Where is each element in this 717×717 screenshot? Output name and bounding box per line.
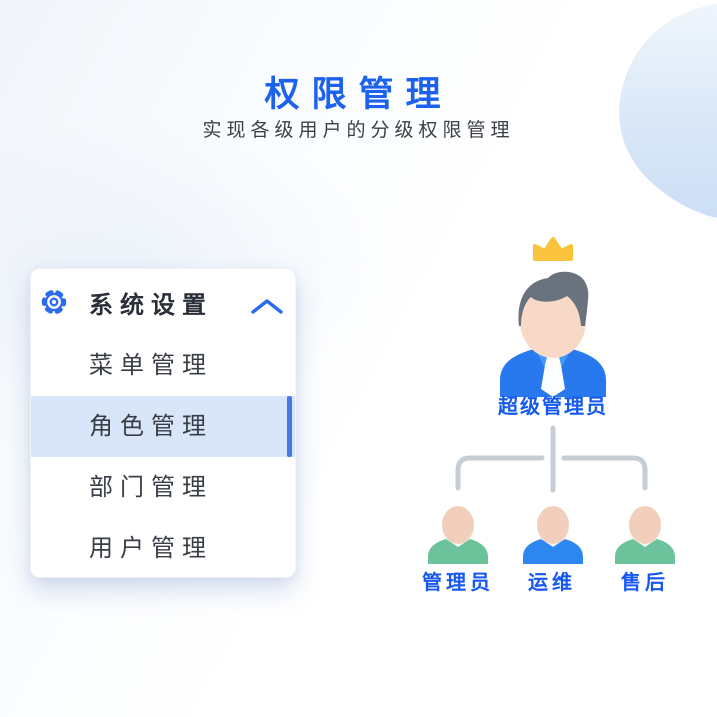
menu-group-label: 系统设置 [89, 291, 213, 319]
menu-item-department-management[interactable]: 部门管理 [31, 457, 295, 518]
chevron-up-icon [250, 294, 284, 314]
page-subtitle: 实现各级用户的分级权限管理 [202, 120, 515, 141]
menu-item-role-management[interactable]: 角色管理 [31, 396, 295, 457]
super-admin-avatar [488, 266, 618, 398]
menu-item-user-management[interactable]: 用户管理 [31, 518, 295, 579]
admin-label: 管理员 [422, 572, 494, 594]
page-title: 权限管理 [264, 75, 453, 114]
aftersales-label: 售后 [621, 572, 669, 594]
background-blob [619, 4, 717, 218]
menu-item-label: 部门管理 [89, 474, 213, 501]
org-chart-connectors [430, 420, 670, 500]
aftersales-avatar [610, 500, 680, 564]
menu-item-menu-management[interactable]: 菜单管理 [31, 335, 295, 396]
admin-avatar [423, 500, 493, 564]
menu-item-label: 角色管理 [89, 413, 213, 440]
super-admin-label: 超级管理员 [498, 396, 608, 418]
active-indicator-bar [287, 396, 292, 457]
gear-icon [41, 289, 67, 315]
ops-label: 运维 [528, 572, 576, 594]
menu-item-label: 菜单管理 [89, 352, 213, 379]
crown-icon [530, 234, 576, 264]
ops-avatar [518, 500, 588, 564]
menu-item-label: 用户管理 [89, 535, 213, 562]
settings-menu-panel: 系统设置 菜单管理 角色管理 部门管理 用户管理 [30, 268, 296, 578]
menu-group-system-settings[interactable]: 系统设置 [31, 269, 295, 335]
